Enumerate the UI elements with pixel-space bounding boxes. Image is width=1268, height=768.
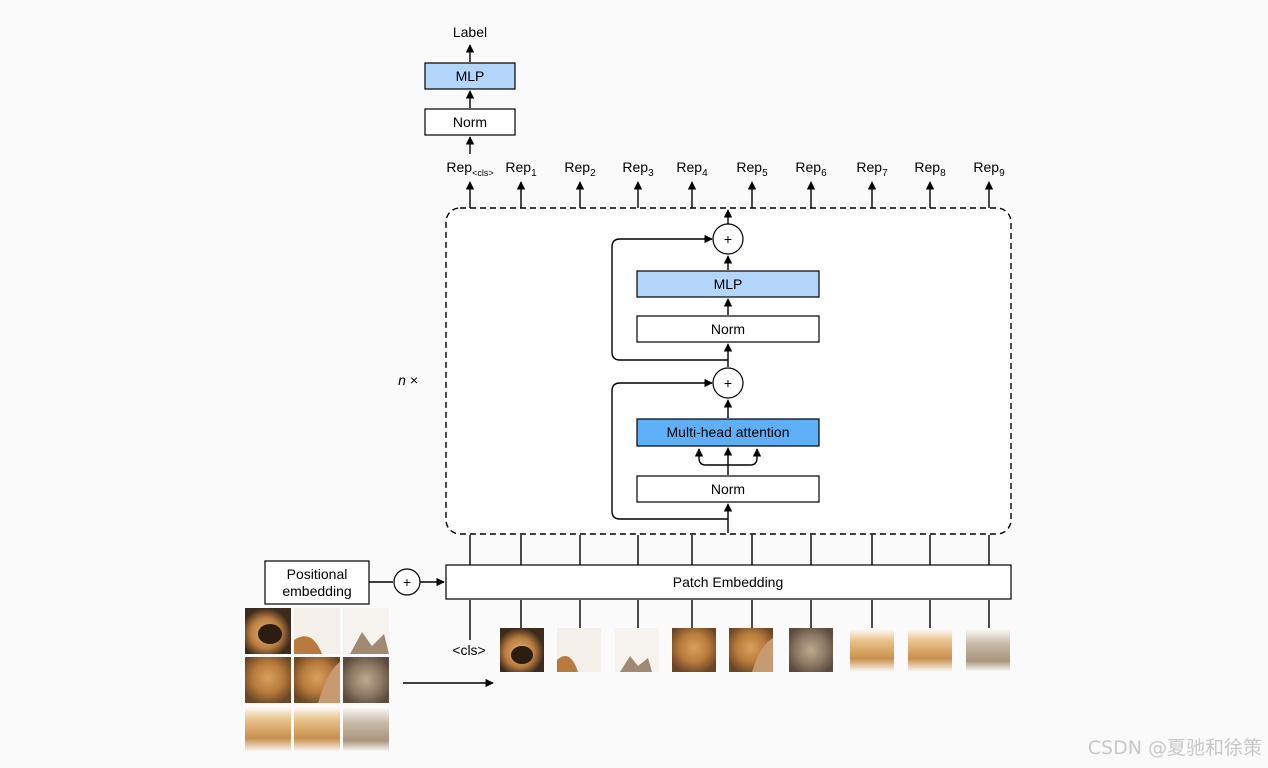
rep-label-base: Rep [446,159,472,175]
positional-add-sign: + [403,574,411,590]
block-norm1-box [636,475,820,503]
block-norm2-label: Norm [711,321,745,337]
edge-qkv-right [728,448,762,466]
rep-label-6: Rep6 [795,159,827,179]
seq-patch-9 [966,628,1010,672]
edge-qkv-left [694,448,728,466]
patch-sequence [500,628,1010,672]
positional-embedding-label-2: embedding [282,583,351,599]
residual-add-2-sign: + [724,231,732,247]
watermark: CSDN @夏驰和徐策 [1088,737,1262,759]
rep-label-base: Rep [856,159,882,175]
repeat-label: n × [398,372,418,388]
patch-embedding-box [445,564,1012,600]
embedding-to-block-lines [469,535,990,565]
rep-label-3: Rep3 [622,159,654,179]
attention-label: Multi-head attention [667,424,790,440]
cls-token-label: <cls> [452,642,485,658]
rep-label-subscript: 3 [648,168,654,179]
positional-embedding-label-1: Positional [287,566,348,582]
rep-label-subscript: 9 [999,168,1005,179]
rep-label-base: Rep [676,159,702,175]
block-mlp-label: MLP [714,276,743,292]
residual-add-1 [712,367,744,399]
image-patch-6 [343,657,389,703]
image-patch-7 [245,706,291,752]
attention-box [636,418,820,447]
seq-patch-8 [908,628,952,672]
rep-label-subscript: 7 [882,168,888,179]
image-patch-8 [294,706,340,752]
positional-embedding-box [264,560,370,605]
rep-label-0: Rep<cls> [446,159,493,178]
rep-label-base: Rep [914,159,940,175]
seq-patch-2-shape [557,656,578,672]
seq-patch-3-shape [620,656,652,672]
seq-patch-3 [615,628,659,672]
seq-patch-7 [850,628,894,672]
image-patch-9 [343,706,389,752]
image-patch-5-shape [318,662,340,703]
rep-label-subscript: 6 [821,168,827,179]
block-norm1-label: Norm [711,481,745,497]
rep-label-base: Rep [795,159,821,175]
head-mlp-box [424,62,516,90]
seq-patch-1-nose [511,646,533,664]
patch-to-embedding-lines [469,600,990,640]
input-image-grid [245,608,389,752]
rep-label-subscript: 5 [762,168,768,179]
rep-label-base: Rep [973,159,999,175]
seq-patch-6 [789,628,833,672]
head-norm-label: Norm [453,114,487,130]
residual-add-2 [712,223,744,255]
rep-label-subscript: 1 [531,168,537,179]
seq-patch-4 [672,628,716,672]
head-mlp-label: MLP [456,68,485,84]
patch-embedding-label: Patch Embedding [673,574,784,590]
rep-label-subscript: 2 [590,168,596,179]
rep-label-base: Rep [505,159,531,175]
block-norm2-box [636,315,820,343]
rep-label-subscript: 8 [940,168,946,179]
rep-label-8: Rep8 [914,159,946,179]
dog-nose-shape [258,624,282,644]
rep-label-9: Rep9 [973,159,1005,179]
rep-label-subscript: <cls> [472,168,494,178]
rep-label-1: Rep1 [505,159,537,179]
image-patch-2-shape [294,636,322,654]
residual-add-1-sign: + [724,375,732,391]
residual-skip-1 [611,378,728,520]
output-arrows [465,181,994,208]
rep-label-5: Rep5 [736,159,768,179]
label-output: Label [453,24,487,40]
rep-label-base: Rep [564,159,590,175]
rep-label-base: Rep [622,159,648,175]
cat-ears-shape [350,632,389,654]
head-norm-box [424,108,516,136]
rep-label-4: Rep4 [676,159,708,179]
residual-skip-2 [611,234,728,361]
rep-label-7: Rep7 [856,159,888,179]
seq-patch-5-shape [752,638,773,672]
block-mlp-box [636,270,820,298]
rep-label-base: Rep [736,159,762,175]
image-patch-4 [245,657,291,703]
rep-label-subscript: 4 [702,168,708,179]
rep-label-2: Rep2 [564,159,596,179]
